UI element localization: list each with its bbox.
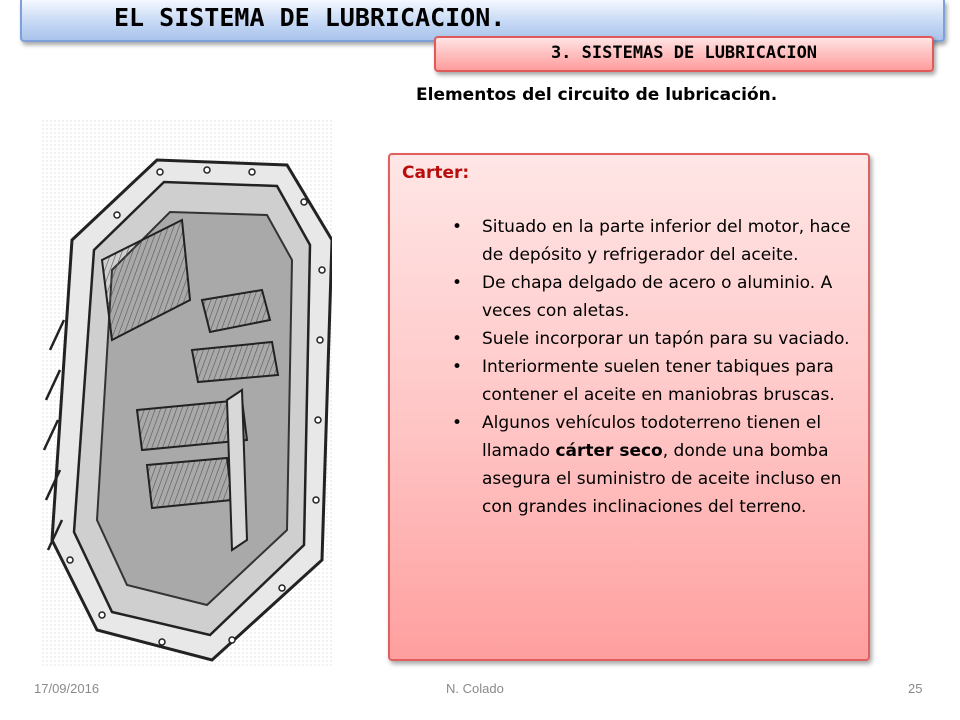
carter-heading: Carter: [402, 163, 470, 183]
bullet-item: • De chapa delgado de acero o aluminio. A… [402, 269, 854, 325]
bullet-icon: • [452, 217, 463, 237]
bullet-text: Interiormente suelen tener tabiques para… [482, 357, 835, 405]
title-banner: EL SISTEMA DE LUBRICACION. [20, 0, 945, 42]
oil-pan-illustration [42, 120, 332, 668]
footer-date: 17/09/2016 [34, 681, 100, 696]
bullet-text: De chapa delgado de acero o aluminio. A … [482, 273, 833, 321]
bullet-bold-term: cárter seco [555, 441, 663, 461]
carter-bullet-list: • Situado en la parte inferior del motor,… [402, 213, 854, 521]
bullet-text: Suele incorporar un tapón para su vaciad… [482, 329, 850, 349]
bullet-text: Situado en la parte inferior del motor, … [482, 217, 851, 265]
bullet-icon: • [452, 273, 463, 293]
footer-author: N. Colado [446, 681, 504, 696]
section-heading: Elementos del circuito de lubricación. [416, 85, 778, 105]
bullet-icon: • [452, 413, 463, 433]
subtitle-banner: 3. SISTEMAS DE LUBRICACION [434, 36, 934, 72]
bullet-icon: • [452, 329, 463, 349]
bullet-text-after: , donde una bomba asegura el suministro … [482, 441, 842, 517]
carter-info-box: Carter: • Situado en la parte inferior de… [388, 153, 870, 661]
bullet-item: • Situado en la parte inferior del motor,… [402, 213, 854, 269]
bullet-text-before: Algunos vehículos todoterreno tienen el … [482, 413, 822, 461]
slide-title: EL SISTEMA DE LUBRICACION. [114, 3, 506, 32]
footer-page-number: 25 [908, 681, 923, 696]
bullet-icon: • [452, 357, 463, 377]
bullet-item: • Suele incorporar un tapón para su vacia… [402, 325, 854, 353]
bullet-item: • Interiormente suelen tener tabiques par… [402, 353, 854, 409]
bullet-item: • Algunos vehículos todoterreno tienen el… [402, 409, 854, 521]
slide-subtitle: 3. SISTEMAS DE LUBRICACION [550, 43, 818, 63]
